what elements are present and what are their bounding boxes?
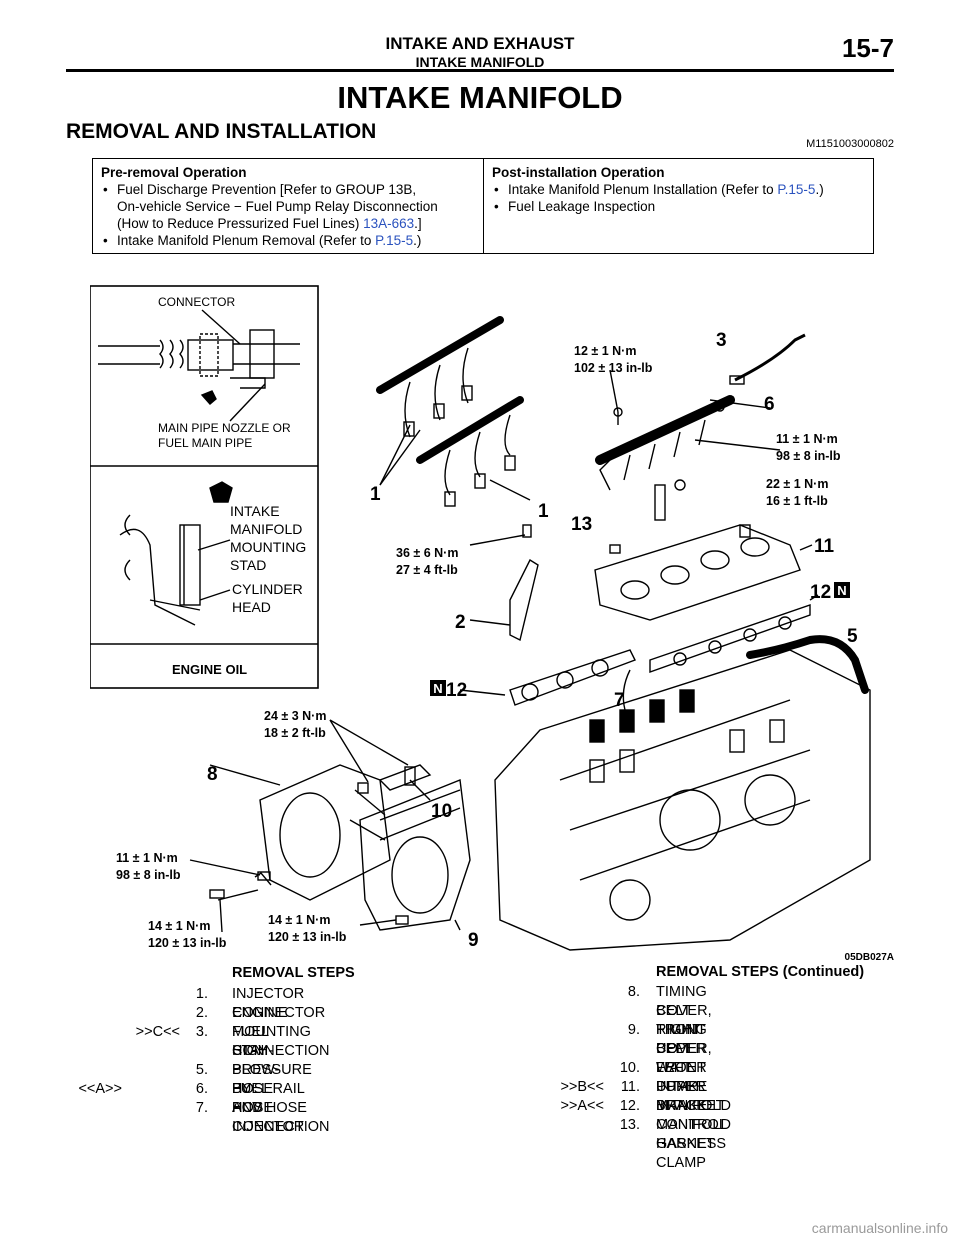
callout-12: 12: [810, 582, 831, 603]
removal-steps-title: REMOVAL STEPS: [232, 965, 355, 981]
inset-label-cylinder: CYLINDER: [232, 581, 303, 597]
figure-code: 05DB027A: [845, 952, 894, 960]
fuel-rail: [595, 395, 735, 491]
fuel-hose: [734, 333, 806, 382]
removal-steps-cont-title: REMOVAL STEPS (Continued): [656, 964, 865, 980]
footer-watermark: carmanualsonline.info: [811, 1220, 948, 1236]
svg-text:N: N: [433, 681, 442, 696]
bolt-icon: [209, 889, 225, 899]
new-part-icon: N: [430, 680, 446, 696]
injector-harness: [376, 316, 524, 507]
exploded-diagram: CONNECTOR MAIN PIPE NOZZLE OR FUEL MAIN …: [90, 285, 894, 960]
link-p15-5[interactable]: P.15-5: [375, 233, 414, 248]
torque-label: 36 ± 6 N·m: [396, 546, 458, 560]
inset-label-main-pipe: MAIN PIPE NOZZLE OR: [158, 421, 291, 435]
callout-1: 1: [538, 501, 549, 522]
callout-12: 12: [446, 680, 467, 701]
torque-label: 12 ± 1 N·m: [574, 344, 636, 358]
torque-label: 120 ± 13 in-lb: [268, 930, 347, 944]
list-item: • Intake Manifold Plenum Installation (R…: [494, 182, 824, 197]
operations-table: Pre-removal Operation • Fuel Discharge P…: [92, 158, 874, 254]
pcv-hose: [622, 669, 631, 711]
manifold-gasket: [649, 604, 811, 673]
bullet-icon: •: [494, 199, 499, 214]
torque-label: 16 ± 1 ft-lb: [766, 494, 828, 508]
torque-label: 11 ± 1 N·m: [776, 432, 838, 446]
connector-sketch: [98, 329, 300, 405]
bullet-icon: •: [103, 233, 108, 248]
torque-label: 102 ± 13 in-lb: [574, 361, 653, 375]
bullet-icon: •: [494, 182, 499, 197]
page-title: INTAKE MANIFOLD: [337, 80, 623, 115]
callout-11: 11: [814, 536, 835, 557]
svg-text:N: N: [837, 583, 846, 598]
inset-label-intake: INTAKE: [230, 503, 280, 519]
timing-belt-cover-left: [359, 779, 471, 931]
callout-9: 9: [468, 930, 479, 951]
manifold-gasket-left: [509, 649, 636, 706]
page-number: 15-7: [841, 33, 894, 63]
torque-label: 22 ± 1 N·m: [766, 477, 828, 491]
callout-10: 10: [431, 801, 452, 822]
inset-label-intake: MANIFOLD: [230, 521, 302, 537]
torque-label: 27 ± 4 ft-lb: [396, 563, 458, 577]
callout-6: 6: [764, 394, 775, 415]
torque-label: 98 ± 8 in-lb: [776, 449, 841, 463]
inset-label-main-pipe: FUEL MAIN PIPE: [158, 436, 252, 450]
callout-2: 2: [455, 612, 466, 633]
blow-by-hose: [746, 635, 869, 694]
stud-sketch: [119, 481, 233, 626]
inset-label-intake: MOUNTING: [230, 539, 306, 555]
torque-label: 14 ± 1 N·m: [268, 913, 330, 927]
detail-inset: CONNECTOR MAIN PIPE NOZZLE OR FUEL MAIN …: [90, 285, 319, 689]
bolt-icon: [257, 871, 271, 881]
bolt-icon: [395, 915, 409, 925]
callout-8: 8: [207, 764, 218, 785]
callout-13: 13: [571, 514, 592, 535]
list-item: • Fuel Discharge Prevention [Refer to GR…: [103, 182, 438, 231]
section-title: INTAKE AND EXHAUST: [385, 34, 575, 53]
post-install-column: Post-installation Operation • Intake Man…: [484, 159, 873, 253]
pre-removal-column: Pre-removal Operation • Fuel Discharge P…: [93, 159, 484, 253]
bolt-icon: [522, 524, 532, 538]
new-part-icon: N: [834, 582, 850, 598]
list-item: • Fuel Leakage Inspection: [494, 199, 656, 214]
bolt-icon: [217, 872, 272, 901]
torque-label: 14 ± 1 N·m: [148, 919, 210, 933]
document-code: M1151003000802: [806, 138, 894, 150]
callout-3: 3: [716, 330, 727, 351]
header-rule: [66, 69, 894, 72]
torque-label: 98 ± 8 in-lb: [116, 868, 181, 882]
bullet-icon: •: [103, 182, 108, 197]
inset-label-engine-oil: ENGINE OIL: [172, 662, 247, 677]
water-pump-bracket: [357, 764, 432, 794]
torque-label: 120 ± 13 in-lb: [148, 936, 227, 950]
torque-label: 11 ± 1 N·m: [116, 851, 178, 865]
inset-label-cylinder: HEAD: [232, 599, 271, 615]
inset-label-intake: STAD: [230, 557, 266, 573]
page-subtitle: REMOVAL AND INSTALLATION: [66, 120, 377, 143]
callout-7: 7: [614, 690, 625, 711]
engine-mounting-stay: [509, 558, 539, 642]
torque-label: 24 ± 3 N·m: [264, 709, 326, 723]
list-item: • Intake Manifold Plenum Removal (Refer …: [103, 233, 422, 248]
subsection-title: INTAKE MANIFOLD: [415, 54, 545, 70]
callout-5: 5: [847, 626, 858, 647]
hose-fitting: [729, 375, 745, 385]
pre-removal-heading: Pre-removal Operation: [101, 165, 247, 180]
torque-label: 18 ± 2 ft-lb: [264, 726, 326, 740]
intake-manifold: [594, 484, 801, 621]
link-13a-663[interactable]: 13A-663: [363, 216, 415, 231]
callout-1: 1: [370, 484, 381, 505]
inset-label-connector: CONNECTOR: [158, 295, 235, 309]
link-p15-5[interactable]: P.15-5: [777, 182, 816, 197]
engine-block: [494, 649, 871, 951]
post-install-heading: Post-installation Operation: [492, 165, 665, 180]
